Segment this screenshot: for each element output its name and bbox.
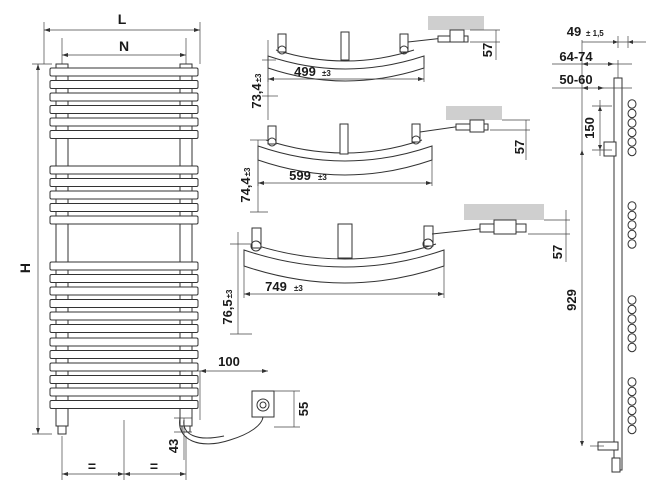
side-bar-end xyxy=(627,229,637,240)
radiator-bar xyxy=(49,80,199,89)
side-bar-end xyxy=(627,108,637,119)
radiator-bar xyxy=(49,375,199,384)
side-bar-end xyxy=(627,210,637,221)
radiator-bar xyxy=(49,286,199,296)
radiator-bar xyxy=(49,362,199,372)
side-bar-end xyxy=(627,295,637,305)
label-equal-right: = xyxy=(150,458,158,474)
top-view-599: 57 599 ±3 74,4 ±3 xyxy=(238,106,530,213)
top-view-749: 57 749 ±3 76,5 ±3 xyxy=(220,204,570,335)
radiator-bar xyxy=(49,165,199,175)
side-bar-end xyxy=(627,127,637,138)
heater-knob xyxy=(256,398,270,412)
radiator-bar xyxy=(49,190,199,200)
radiator-bar xyxy=(49,350,199,359)
tol-73-4: ±3 xyxy=(254,73,263,82)
tol-76-5: ±3 xyxy=(225,289,234,298)
side-bar-end xyxy=(627,323,637,334)
label-57b: 57 xyxy=(512,140,527,154)
label-equal-left: = xyxy=(88,458,96,474)
label-43: 43 xyxy=(166,439,181,453)
label-50-60: 50-60 xyxy=(559,72,592,87)
label-57c: 57 xyxy=(550,245,565,259)
radiator-bar xyxy=(49,274,199,283)
label-N: N xyxy=(119,38,129,54)
label-57a: 57 xyxy=(480,43,495,57)
radiator-bar xyxy=(49,92,199,102)
radiator-bar xyxy=(49,400,199,409)
side-bar-end xyxy=(627,201,637,211)
side-bar-end xyxy=(627,396,637,406)
label-599: 599 xyxy=(289,168,311,183)
label-499: 499 xyxy=(294,64,316,79)
radiator-bar xyxy=(49,178,199,187)
radiator-bar xyxy=(49,105,199,114)
side-bar-end xyxy=(627,405,637,416)
side-bar-end xyxy=(627,118,637,128)
side-bar-end xyxy=(627,137,637,147)
heater-box xyxy=(251,390,275,418)
radiator-bar xyxy=(49,299,199,308)
side-bar-end xyxy=(627,377,637,387)
tol-74-4: ±3 xyxy=(243,167,252,176)
side-bar-end xyxy=(627,239,637,249)
radiator-bar xyxy=(49,117,199,127)
label-76-5: 76,5 xyxy=(220,299,235,324)
left-valve xyxy=(57,425,67,435)
label-929: 929 xyxy=(564,289,579,311)
side-bar-ends xyxy=(627,99,637,435)
side-bar-end xyxy=(627,304,637,315)
radiator-bar xyxy=(49,337,199,347)
label-74-4: 74,4 xyxy=(238,177,253,203)
radiator-bar xyxy=(49,203,199,212)
radiator-bar xyxy=(49,215,199,225)
label-H: H xyxy=(17,263,33,273)
radiator-bar xyxy=(49,311,199,321)
radiator-bar xyxy=(49,387,199,397)
label-150: 150 xyxy=(582,117,597,139)
side-bar-end xyxy=(627,220,637,230)
side-bar-end xyxy=(627,99,637,109)
label-73-4: 73,4 xyxy=(249,83,264,109)
wall-block-2 xyxy=(446,106,502,120)
wall-block-3 xyxy=(464,204,544,220)
front-view: L N H = = 43 xyxy=(17,11,311,480)
tol-599: ±3 xyxy=(318,173,327,182)
radiator-bar xyxy=(49,324,199,333)
side-collector xyxy=(613,77,623,471)
label-64-74: 64-74 xyxy=(559,49,593,64)
radiator-bar xyxy=(49,67,199,77)
side-bracket xyxy=(603,141,617,157)
side-view: 49 ± 1,5 64-74 50-60 150 929 xyxy=(552,24,646,473)
side-bar-end xyxy=(627,146,637,157)
side-bar-end xyxy=(627,415,637,425)
side-bar-end xyxy=(627,424,637,435)
side-bar-end xyxy=(627,342,637,353)
radiator-bar xyxy=(49,261,199,271)
label-L: L xyxy=(118,11,127,27)
horizontal-bars xyxy=(49,67,199,409)
tol-49: ± 1,5 xyxy=(586,29,604,38)
label-100: 100 xyxy=(218,354,240,369)
label-749: 749 xyxy=(265,279,287,294)
wall-block-1 xyxy=(428,16,484,30)
side-bar-end xyxy=(627,314,637,324)
side-bar-end xyxy=(627,333,637,343)
side-bar-end xyxy=(627,386,637,397)
label-49: 49 xyxy=(567,24,581,39)
tol-499: ±3 xyxy=(322,69,331,78)
radiator-bar xyxy=(49,130,199,139)
label-55: 55 xyxy=(296,402,311,416)
tol-749: ±3 xyxy=(294,284,303,293)
top-view-499: 57 499 ±3 73,4 ±3 xyxy=(249,16,500,120)
